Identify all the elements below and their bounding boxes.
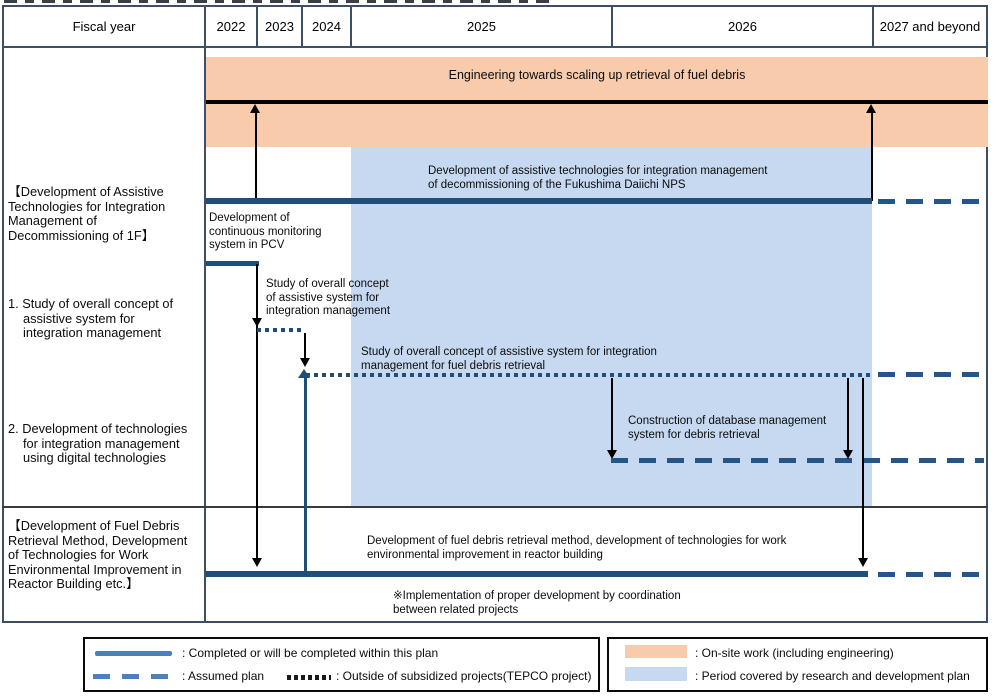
engineering-label: Engineering towards scaling up retrieval…	[448, 68, 746, 82]
study-concept-fuel-dotted	[306, 373, 872, 377]
legend-box-lines	[83, 637, 600, 692]
arrow-engineering-right-head-icon	[866, 104, 876, 113]
label-assistive-title: 【Development of Assistive Technologies f…	[8, 184, 166, 243]
arrow-engineering-left-head-icon	[250, 104, 260, 113]
arrow-engineering-left	[255, 110, 257, 201]
legend-dashed-line-icon	[93, 674, 171, 679]
header-year-2027-beyond: 2027 and beyond	[879, 19, 981, 34]
legend-blue-swatch-icon	[625, 667, 687, 681]
assistive-dev-label: Development of assistive technologies fo…	[428, 165, 768, 191]
header-fiscal-year: Fiscal year	[72, 19, 136, 34]
label-fuel-debris-title: 【Development of Fuel Debris Retrieval Me…	[8, 518, 188, 592]
fuel-method-label: Development of fuel debris retrieval met…	[367, 535, 787, 561]
assistive-dev-bar	[206, 198, 872, 204]
database-dash	[611, 458, 984, 463]
legend-outside-label: : Outside of subsidized projects(TEPCO p…	[336, 669, 592, 683]
header-year-2022: 2022	[216, 19, 246, 34]
legend-dotted-line-icon	[287, 675, 331, 680]
connector-dotted2-to-fuel-bar	[862, 378, 864, 562]
database-label: Construction of database management syst…	[628, 415, 827, 441]
connector-monitoring-to-fuel-bar	[256, 264, 258, 562]
header-year-2026: 2026	[728, 19, 757, 34]
legend-solid-line-icon	[95, 651, 172, 656]
monitoring-label: Development of continuous monitoring sys…	[209, 212, 322, 251]
monitoring-bar	[206, 261, 259, 266]
fuel-method-dash	[878, 572, 984, 577]
fuel-method-bar	[206, 571, 868, 577]
arrow-database-right-head-icon	[843, 450, 853, 459]
legend-onsite-label: : On-site work (including engineering)	[695, 646, 894, 660]
study-concept-fuel-dash	[878, 372, 984, 377]
table-border	[2, 5, 988, 623]
connector-dotted1-to-dotted2	[304, 333, 306, 360]
study-concept-fuel-label: Study of overall concept of assistive sy…	[361, 346, 657, 372]
coordination-note: ※Implementation of proper development by…	[393, 590, 681, 616]
label-item1: 1. Study of overall concept of assistive…	[8, 296, 174, 341]
connector-arrowhead-fuelbar-left-icon	[252, 558, 262, 567]
legend-period-label: : Period covered by research and develop…	[695, 669, 970, 683]
connector-arrowhead-fuelbar-right-icon	[858, 558, 868, 567]
header-bottom-border	[2, 46, 988, 48]
arrow-database-right	[847, 378, 849, 452]
assistive-dev-dash	[878, 199, 984, 204]
header-year-2023: 2023	[265, 19, 294, 34]
arrow-engineering-right	[871, 110, 873, 201]
label-item2: 2. Development of technologies for integ…	[8, 421, 188, 466]
col-border-2025-2026	[611, 5, 613, 48]
label-column-border	[204, 5, 206, 623]
arrow-database-left	[611, 378, 613, 452]
section-divider	[2, 506, 988, 508]
legend-assumed-label: : Assumed plan	[182, 669, 265, 683]
study-concept-dotted	[257, 328, 304, 332]
col-border-2022-2023	[256, 5, 258, 48]
navy-up-arrowhead-icon	[298, 369, 310, 378]
arrow-database-left-head-icon	[607, 450, 617, 459]
study-concept-label: Study of overall concept of assistive sy…	[266, 278, 391, 317]
col-border-2023-2024	[301, 5, 303, 48]
col-border-2026-2027	[872, 5, 874, 48]
connector-arrowhead-dotted2-icon	[300, 358, 310, 367]
col-border-2024-2025	[350, 5, 352, 48]
navy-riser-to-fuel-bar	[304, 378, 307, 575]
clipped-text-remnant	[4, 0, 556, 3]
engineering-line	[206, 100, 988, 104]
legend-completed-label: : Completed or will be completed within …	[182, 646, 439, 660]
header-year-2024: 2024	[312, 19, 341, 34]
header-year-2025: 2025	[467, 19, 496, 34]
connector-arrowhead-dotted1-icon	[252, 318, 262, 327]
legend-orange-swatch-icon	[625, 645, 687, 658]
